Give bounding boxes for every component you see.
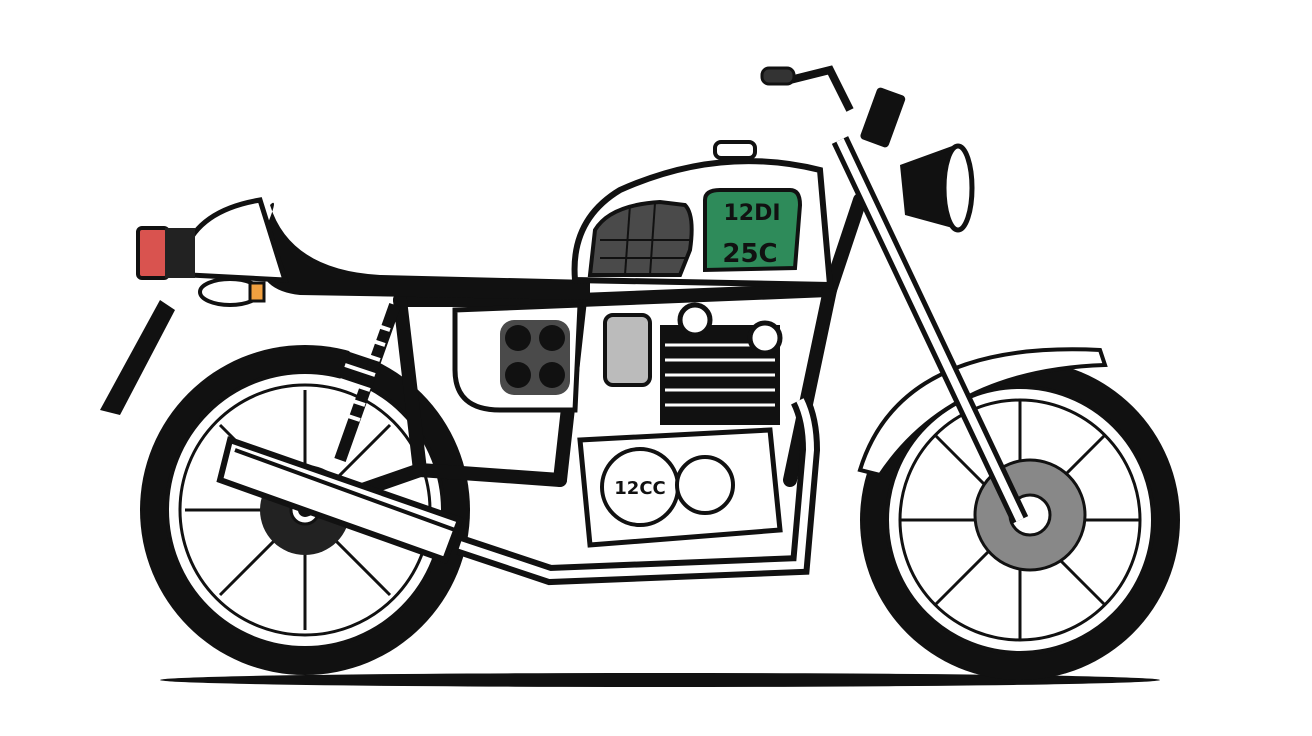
handlebar xyxy=(760,65,854,112)
tank-badge-line1: 12DI xyxy=(723,201,780,226)
exhaust xyxy=(216,395,821,586)
tank-badge-line2: 25C xyxy=(722,239,777,269)
ground-shadow xyxy=(160,673,1160,687)
tank-badge: 12DI 25C xyxy=(703,188,803,273)
speedometer xyxy=(860,87,906,148)
taillight xyxy=(136,226,170,280)
front-fender xyxy=(857,347,1108,478)
fuel-cap xyxy=(713,140,757,160)
knee-grille xyxy=(587,199,694,277)
seat xyxy=(258,202,590,300)
muffler xyxy=(216,436,464,564)
rear-shock xyxy=(329,302,401,463)
engine-cover-label: 12CC xyxy=(614,478,665,499)
front-fork xyxy=(831,136,1029,524)
engine: 12CC xyxy=(577,302,783,548)
carburetor xyxy=(603,313,652,387)
license-bracket xyxy=(100,300,175,415)
rear-cowl xyxy=(182,197,289,283)
headlight xyxy=(900,143,975,233)
